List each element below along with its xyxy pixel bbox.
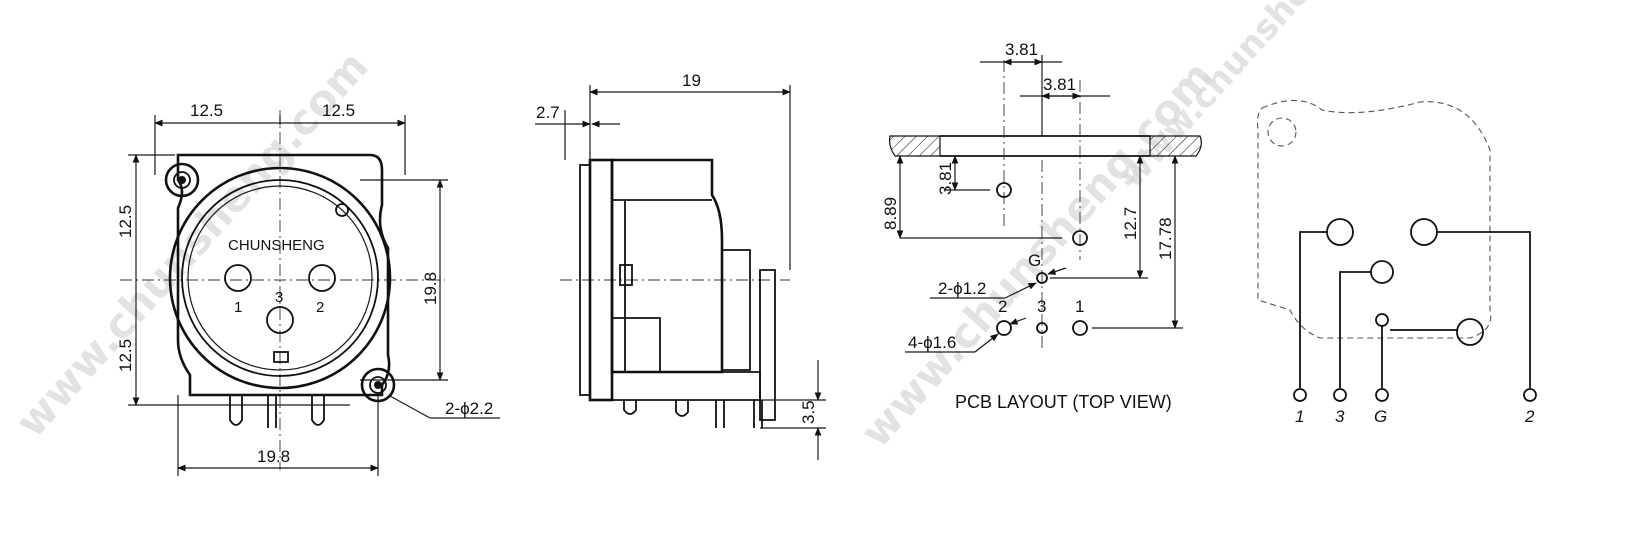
front-housing xyxy=(176,153,391,397)
dim-pcb-vertical-small: 3.81 xyxy=(936,162,955,195)
dim-pcb-pitch-top: 3.81 xyxy=(1005,40,1038,59)
schematic-pin-top-left xyxy=(1326,218,1354,246)
side-view: 19 2.7 3.5 xyxy=(535,71,826,460)
brand-text: CHUNSHENG xyxy=(228,237,325,254)
pcb-board-right xyxy=(1149,135,1202,157)
pcb-hole-label-3: 3 xyxy=(1037,297,1046,316)
schematic-pin-label: 3 xyxy=(1335,407,1345,426)
front-pin-2 xyxy=(308,264,336,292)
front-view: 12.5 12.5 12.5 12.5 19.8 19.8 xyxy=(116,101,500,476)
dim-mount-hole: 2-ϕ2.2 xyxy=(445,399,493,418)
watermarks: www.chunsheng.com www.chunsheng.com www.… xyxy=(6,0,1413,457)
dim-top-left: 12.5 xyxy=(190,101,223,120)
schematic-pin-label: G xyxy=(1374,407,1387,426)
dim-side-length: 19 xyxy=(682,71,701,90)
dim-left-top: 12.5 xyxy=(116,205,135,238)
pcb-board-left xyxy=(888,135,941,157)
dim-top-right: 12.5 xyxy=(322,101,355,120)
schematic-pin-top-right xyxy=(1410,218,1438,246)
mount-hole-bottom-right xyxy=(360,367,396,403)
pin-schematic: 1 3 G 2 xyxy=(1256,99,1537,426)
pcb-hole-g xyxy=(1036,272,1048,284)
schematic-outline xyxy=(1256,99,1492,339)
schematic-pin-label: 2 xyxy=(1524,407,1535,426)
pcb-hole xyxy=(1072,230,1088,246)
pcb-hole-label-g: G xyxy=(1028,251,1041,270)
front-pin-label: 2 xyxy=(316,299,324,316)
pcb-hole-2 xyxy=(996,320,1012,336)
dim-side-pin-height: 3.5 xyxy=(799,400,818,424)
mount-hole-top-left xyxy=(164,162,200,198)
schematic-pin-middle xyxy=(1370,260,1394,284)
side-body xyxy=(610,158,724,374)
dim-pcb-vertical-a: 8.89 xyxy=(881,197,900,230)
front-pin-label: 3 xyxy=(275,289,283,306)
schematic-pin-ground xyxy=(1375,313,1389,327)
pcb-hole-1 xyxy=(1072,320,1088,336)
front-pin-label: 1 xyxy=(234,299,242,316)
front-pin-1 xyxy=(224,264,252,292)
pcb-caption: PCB LAYOUT (TOP VIEW) xyxy=(955,392,1172,412)
pcb-hole-label-2: 2 xyxy=(998,297,1007,316)
pcb-layout: 3.81 3.81 8.89 3.81 12.7 17.78 G 2 3 1 2… xyxy=(881,40,1202,412)
dim-left-bottom: 12.5 xyxy=(116,339,135,372)
dim-right-height: 19.8 xyxy=(421,272,440,305)
schematic-pin-label: 1 xyxy=(1295,407,1304,426)
pcb-hole-3 xyxy=(1036,322,1048,334)
pcb-hole xyxy=(996,182,1012,198)
dim-pcb-vertical-c: 17.78 xyxy=(1156,217,1175,260)
dim-bottom-width: 19.8 xyxy=(257,447,290,466)
dim-pcb-small-holes: 2-ϕ1.2 xyxy=(938,279,986,298)
front-pin-3 xyxy=(266,306,294,334)
dim-pcb-vertical-b: 12.7 xyxy=(1121,207,1140,240)
dim-side-flange: 2.7 xyxy=(536,103,560,122)
dim-pcb-pitch-second: 3.81 xyxy=(1043,75,1076,94)
pcb-hole-label-1: 1 xyxy=(1075,297,1084,316)
dim-pcb-large-holes: 4-ϕ1.6 xyxy=(908,333,956,352)
schematic-mount xyxy=(1456,318,1484,346)
